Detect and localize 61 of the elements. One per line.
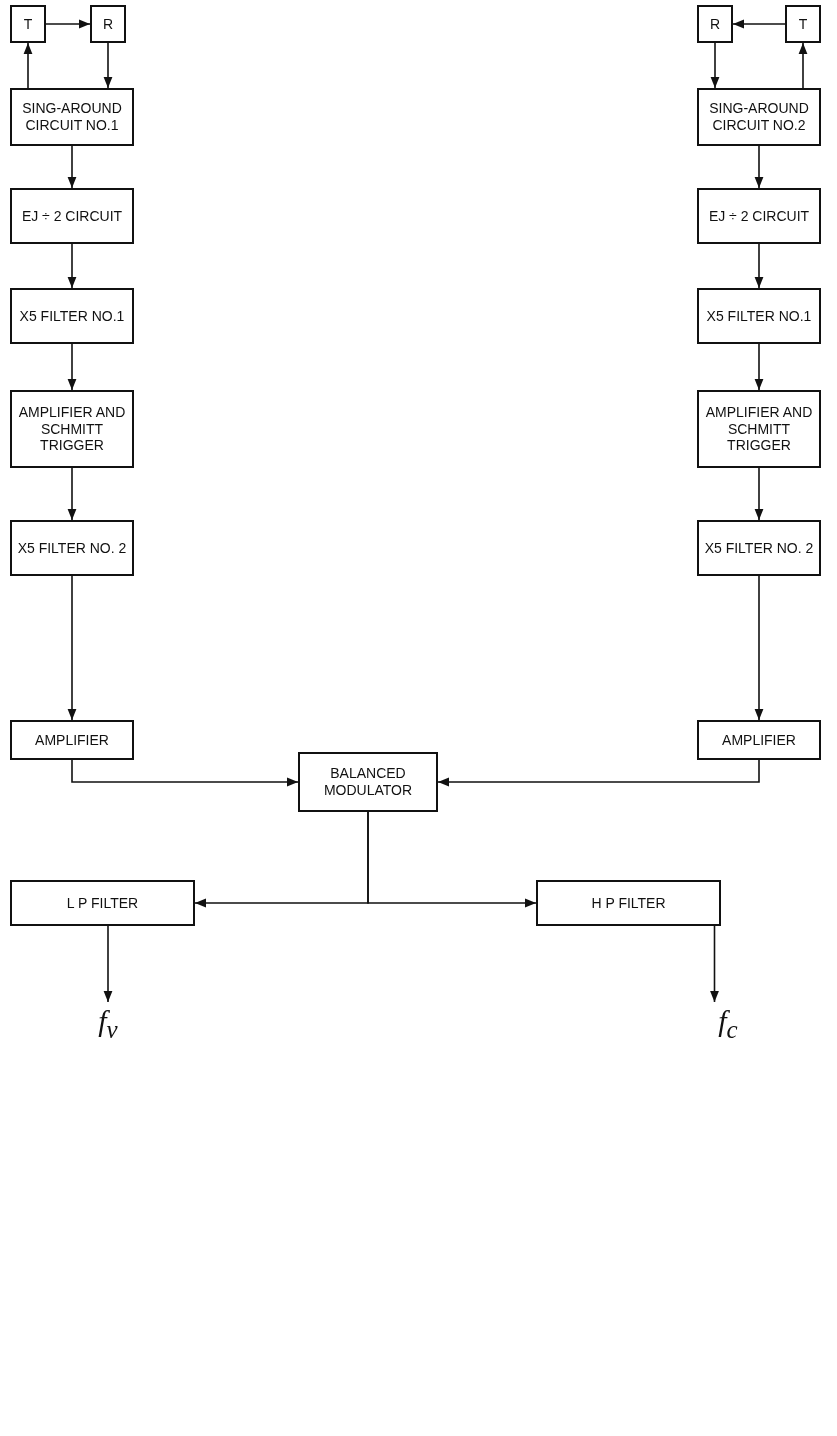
block-box bbox=[10, 520, 134, 576]
block-label: SING-AROUND CIRCUIT NO.1 bbox=[21, 100, 123, 134]
arrow bbox=[754, 145, 764, 189]
block-box bbox=[697, 390, 821, 468]
block-label: X5 FILTER NO.1 bbox=[19, 307, 125, 325]
block-box bbox=[10, 288, 134, 344]
block-box bbox=[785, 5, 821, 43]
block-box bbox=[697, 288, 821, 344]
block-label: H P FILTER bbox=[591, 894, 666, 912]
block-label: R bbox=[709, 15, 721, 33]
arrow bbox=[710, 42, 720, 89]
arrow bbox=[67, 467, 77, 521]
block-box bbox=[10, 5, 46, 43]
arrow bbox=[67, 145, 77, 189]
arrow bbox=[754, 243, 764, 289]
block-label: X5 FILTER NO. 2 bbox=[17, 539, 127, 557]
arrow bbox=[67, 243, 77, 289]
block-label: EJ ÷ 2 CIRCUIT bbox=[708, 207, 810, 225]
block-box bbox=[10, 880, 195, 926]
block-box bbox=[697, 188, 821, 244]
block-label: f$_{c}$ bbox=[718, 1003, 738, 1045]
arrow bbox=[798, 42, 808, 89]
block-label: AMPLIFIER bbox=[35, 731, 109, 749]
arrow bbox=[103, 42, 113, 89]
block-box bbox=[697, 5, 733, 43]
block-label: EJ ÷ 2 CIRCUIT bbox=[21, 207, 123, 225]
arrow bbox=[45, 19, 91, 29]
block-label: X5 FILTER NO.1 bbox=[706, 307, 812, 325]
block-box bbox=[536, 880, 721, 926]
arrow bbox=[437, 759, 760, 787]
arrow bbox=[754, 343, 764, 391]
block-label: L P FILTER bbox=[66, 894, 139, 912]
block-label: SING-AROUND CIRCUIT NO.2 bbox=[708, 100, 810, 134]
block-label: BALANCED MODULATOR bbox=[322, 765, 414, 799]
block-box bbox=[697, 520, 821, 576]
block-box bbox=[10, 720, 134, 760]
block-box bbox=[10, 188, 134, 244]
block-box bbox=[697, 88, 821, 146]
block-label: AMPLIFIER bbox=[722, 731, 796, 749]
arrow bbox=[367, 811, 537, 908]
block-box bbox=[10, 390, 134, 468]
arrow bbox=[67, 343, 77, 391]
block-box bbox=[10, 88, 134, 146]
block-box bbox=[697, 720, 821, 760]
block-label: R bbox=[102, 15, 114, 33]
block-label: T bbox=[798, 15, 808, 33]
block-label: T bbox=[23, 15, 33, 33]
block-label: AMPLIFIER AND SCHMITT TRIGGER bbox=[17, 403, 127, 455]
block-label: AMPLIFIER AND SCHMITT TRIGGER bbox=[704, 403, 814, 455]
arrow bbox=[103, 925, 113, 1003]
block-label: X5 FILTER NO. 2 bbox=[704, 539, 814, 557]
arrow bbox=[71, 759, 299, 787]
arrow bbox=[67, 575, 77, 721]
block-box bbox=[90, 5, 126, 43]
block-label: f$_{v}$ bbox=[98, 1003, 118, 1045]
arrow bbox=[754, 467, 764, 521]
arrow bbox=[23, 42, 33, 89]
arrow bbox=[754, 575, 764, 721]
arrow bbox=[732, 19, 786, 29]
arrow bbox=[710, 925, 719, 1003]
block-box bbox=[298, 752, 438, 812]
